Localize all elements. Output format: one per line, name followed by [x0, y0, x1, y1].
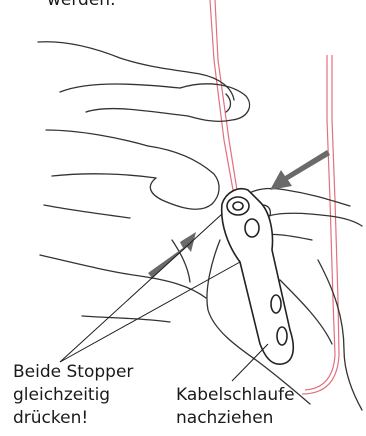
- caption-line: drücken!: [13, 407, 133, 430]
- caption-line: gleichzeitig: [13, 384, 133, 407]
- caption-line: Beide Stopper: [13, 361, 133, 384]
- hand-illustration: [38, 42, 362, 410]
- caption-pull-cable-loop: Kabelschlaufe nachziehen: [176, 384, 295, 430]
- caption-line: Kabelschlaufe: [176, 384, 295, 407]
- caption-line: nachziehen: [176, 407, 295, 430]
- caption-press-both-stoppers: Beide Stopper gleichzeitig drücken!: [13, 361, 133, 430]
- cable-stopper: [222, 189, 294, 364]
